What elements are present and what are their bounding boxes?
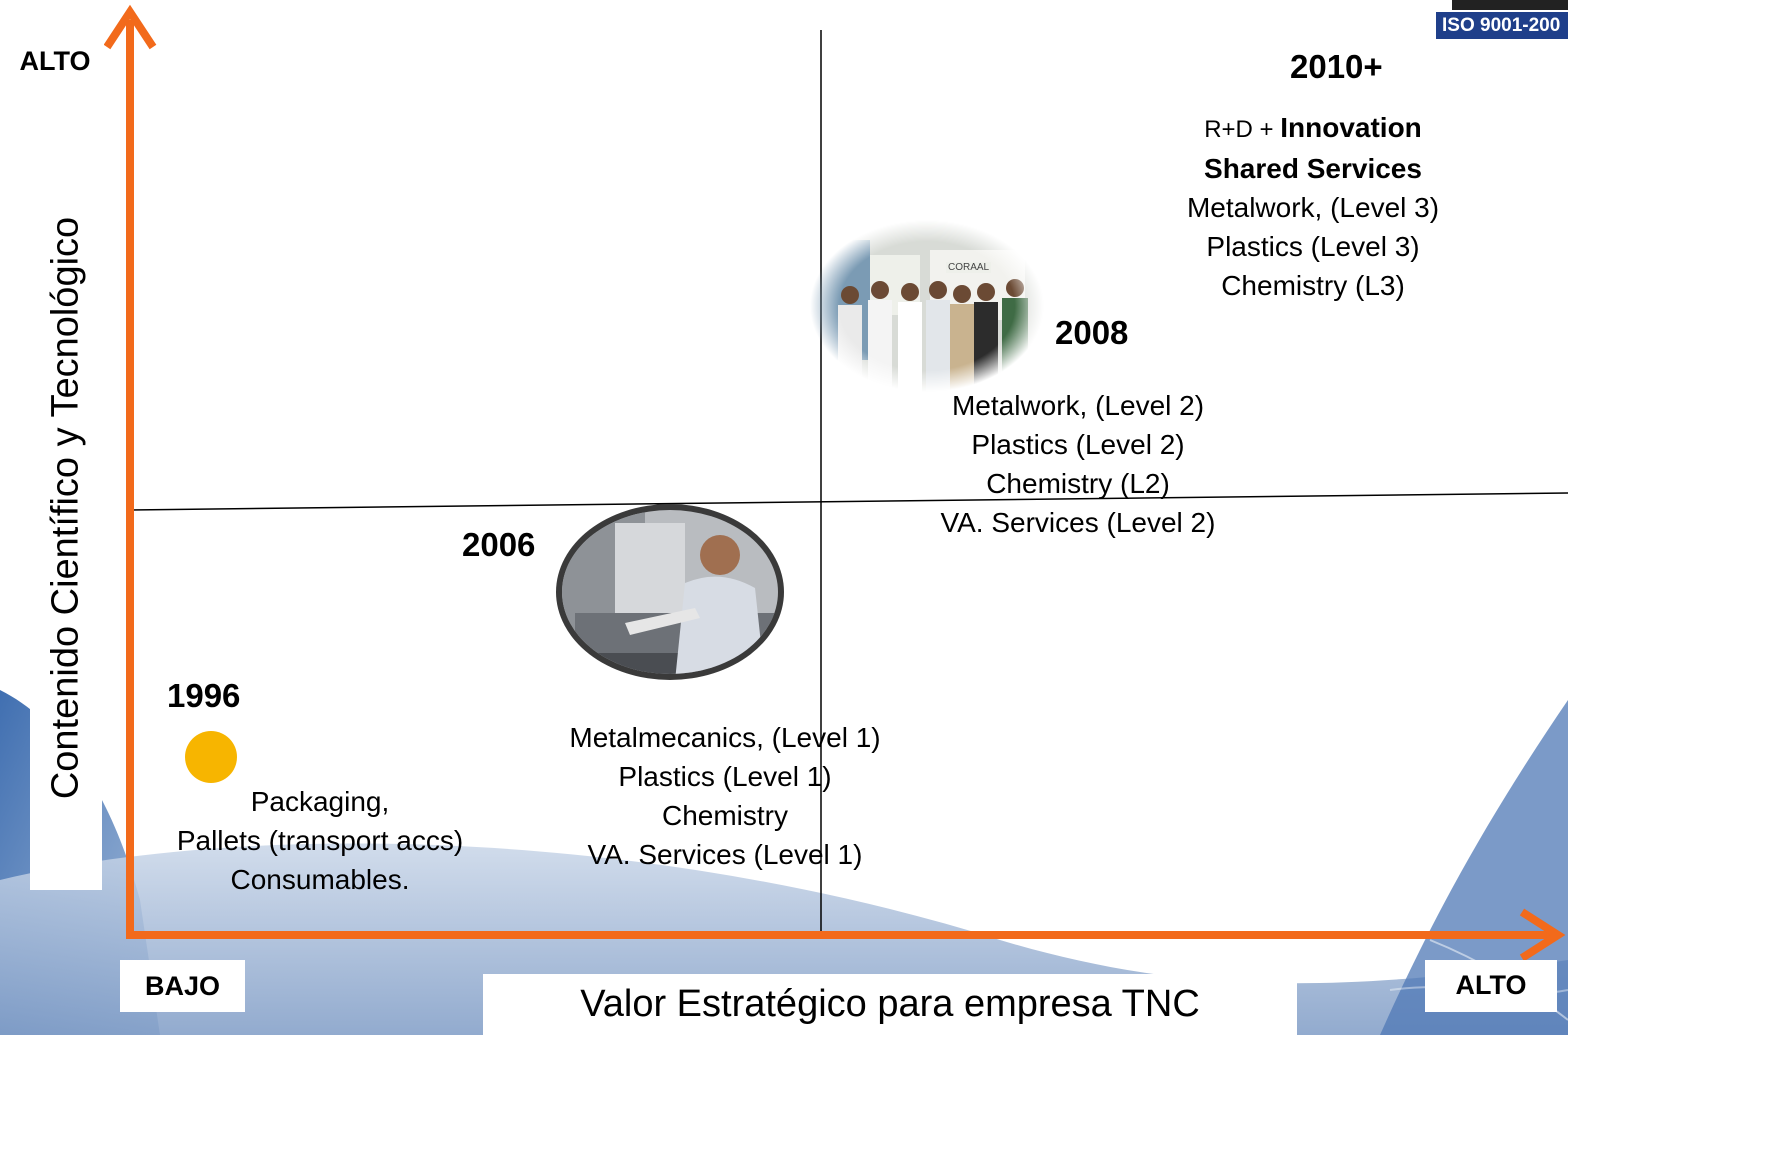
y-axis-top-label: ALTO: [6, 44, 104, 78]
list-item: Consumables.: [230, 864, 410, 895]
x-axis-title: Valor Estratégico para empresa TNC: [483, 974, 1297, 1035]
x-axis-right-label: ALTO: [1425, 960, 1557, 1012]
photo-2008: [810, 220, 1045, 392]
y-axis-title-box: Contenido Científico y Tecnológico: [30, 125, 102, 890]
list-item: R+D + Innovation: [1128, 108, 1498, 149]
list-item: Chemistry (L2): [986, 468, 1170, 499]
year-2006: 2006: [462, 526, 536, 563]
list-item: Chemistry: [661, 800, 788, 831]
list-item: Plastics (Level 1): [618, 761, 832, 792]
x-axis-arrowhead: [1519, 908, 1566, 962]
quadrant-chart: [103, 4, 1568, 962]
year-1996: 1996: [167, 677, 241, 714]
year-2008: 2008: [1055, 314, 1129, 351]
list-item: VA. Services (Level 1): [587, 839, 863, 870]
shared-services-text: Shared Services: [1204, 153, 1422, 184]
list-item: Shared Services: [1128, 149, 1498, 188]
rd-prefix: R+D +: [1204, 116, 1281, 143]
list-item: Chemistry (L3): [1221, 270, 1405, 301]
milestone-2010-list: R+D + Innovation Shared Services Metalwo…: [1128, 108, 1498, 305]
list-item: Pallets (transport accs): [176, 825, 464, 856]
milestone-1996-list: Packaging, Pallets (transport accs) Cons…: [140, 782, 500, 899]
x-axis-left-label: BAJO: [120, 960, 245, 1012]
y-axis-arrowhead: [103, 4, 157, 50]
certification-logo: [1452, 0, 1568, 10]
list-item: Metalwork, (Level 3): [1186, 192, 1440, 223]
list-item: Packaging,: [250, 786, 390, 817]
milestone-2006-list: Metalmecanics, (Level 1) Plastics (Level…: [515, 718, 935, 874]
list-item: VA. Services (Level 2): [940, 507, 1216, 538]
innovation-text: Innovation: [1280, 112, 1422, 143]
iso-badge: ISO 9001-200: [1436, 12, 1568, 39]
list-item: Metalmecanics, (Level 1): [569, 722, 881, 753]
year-2010-plus: 2010+: [1290, 48, 1383, 85]
list-item: Metalwork, (Level 2): [951, 390, 1205, 421]
marker-1996: [185, 731, 237, 783]
photo-2006: [556, 504, 784, 680]
y-axis-title: Contenido Científico y Tecnológico: [44, 216, 87, 799]
horizontal-divider: [129, 492, 1568, 511]
milestone-2008-list: Metalwork, (Level 2) Plastics (Level 2) …: [878, 386, 1278, 542]
photo-sign-text: CORAAL: [946, 262, 992, 273]
list-item: Plastics (Level 2): [971, 429, 1185, 460]
list-item: Plastics (Level 3): [1206, 231, 1420, 262]
